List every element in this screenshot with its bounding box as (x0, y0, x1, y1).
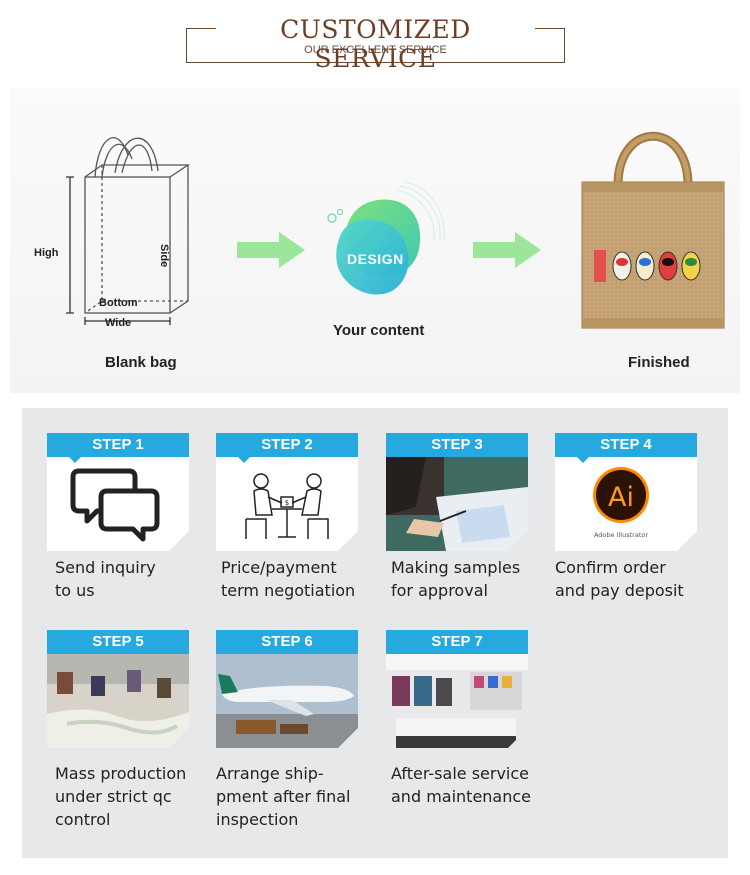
step-card-2: STEP 2 $ (216, 433, 358, 551)
card-fold (169, 728, 189, 748)
bag-label-wide: Wide (105, 317, 132, 329)
card-fold (169, 531, 189, 551)
arrow-right-icon (237, 232, 305, 268)
airplane-shipping-photo (216, 654, 358, 748)
step-2-desc: Price/payment term negotiation (221, 556, 381, 602)
step-label: STEP 1 (47, 433, 189, 463)
blank-bag-label: Blank bag (105, 354, 177, 371)
bag-label-bottom: Bottom (99, 297, 138, 309)
step-card-1: STEP 1 (47, 433, 189, 551)
step-desc-line: Arrange ship- (216, 764, 324, 783)
svg-text:$: $ (285, 499, 289, 507)
step-label: STEP 5 (47, 630, 189, 660)
chat-bubbles-icon (70, 468, 160, 542)
step-desc-line: inspection (216, 810, 299, 829)
header-title: CUSTOMIZED SERVICE (280, 15, 471, 73)
step-desc-line: Confirm order (555, 558, 666, 577)
step-label: STEP 3 (386, 433, 528, 463)
card-fold (338, 728, 358, 748)
step-desc-line: and maintenance (391, 787, 532, 806)
sample-making-photo (386, 457, 528, 551)
card-fold (338, 531, 358, 551)
step-card-5: STEP 5 (47, 630, 189, 748)
card-fold (508, 531, 528, 551)
step-desc-line: Send inquiry (55, 558, 156, 577)
step-desc-line: control (55, 810, 111, 829)
negotiation-icon: $ (245, 473, 329, 539)
step-card-3: STEP 3 (386, 433, 528, 551)
step-label: STEP 4 (555, 433, 697, 463)
step-desc-line: term negotiation (221, 581, 356, 600)
blank-bag-illustration (66, 137, 191, 325)
mass-production-photo (47, 654, 189, 748)
step-desc-line: and pay deposit (555, 581, 684, 600)
step-desc-line: pment after final (216, 787, 351, 806)
finished-bag-image (581, 131, 725, 329)
bag-label-side: Side (158, 244, 170, 268)
arrow-right-icon (473, 232, 541, 268)
step-desc-line: Mass production (55, 764, 187, 783)
your-content-label: Your content (333, 322, 425, 339)
step-5-desc: Mass production under strict qc control (55, 762, 215, 831)
adobe-illustrator-logo: Ai Adobe Illustrator (593, 467, 649, 539)
design-badge-illustration (327, 181, 445, 295)
step-6-desc: Arrange ship- pment after final inspecti… (216, 762, 376, 831)
step-desc-line: for approval (391, 581, 488, 600)
header-frame (186, 28, 565, 63)
card-fold (677, 531, 697, 551)
bag-label-high: High (34, 247, 59, 259)
step-desc-line: under strict qc (55, 787, 172, 806)
header-rule-right (535, 28, 565, 29)
ai-logo-text: Ai (608, 482, 634, 513)
finished-label: Finished (628, 354, 690, 371)
design-badge-label: DESIGN (347, 251, 404, 267)
header-subtitle: OUR EXCELLENT SERVICE (304, 44, 447, 56)
ai-logo-caption: Adobe Illustrator (594, 531, 648, 539)
showroom-photo (386, 654, 528, 748)
step-1-desc: Send inquiry to us (55, 556, 215, 602)
section-header: CUSTOMIZED SERVICE OUR EXCELLENT SERVICE (186, 15, 565, 73)
step-card-6: STEP 6 (216, 630, 358, 748)
step-7-desc: After-sale service and maintenance (391, 762, 571, 808)
step-card-4: STEP 4 Ai Adobe Illustrator (555, 433, 697, 551)
header-rule-left (186, 28, 216, 29)
step-desc-line: After-sale service (391, 764, 529, 783)
step-3-desc: Making samples for approval (391, 556, 551, 602)
step-card-7: STEP 7 (386, 630, 528, 748)
step-label: STEP 7 (386, 630, 528, 660)
step-desc-line: to us (55, 581, 95, 600)
step-label: STEP 6 (216, 630, 358, 660)
step-desc-line: Making samples (391, 558, 521, 577)
step-4-desc: Confirm order and pay deposit (555, 556, 715, 602)
step-label: STEP 2 (216, 433, 358, 463)
card-fold (508, 728, 528, 748)
step-desc-line: Price/payment (221, 558, 337, 577)
